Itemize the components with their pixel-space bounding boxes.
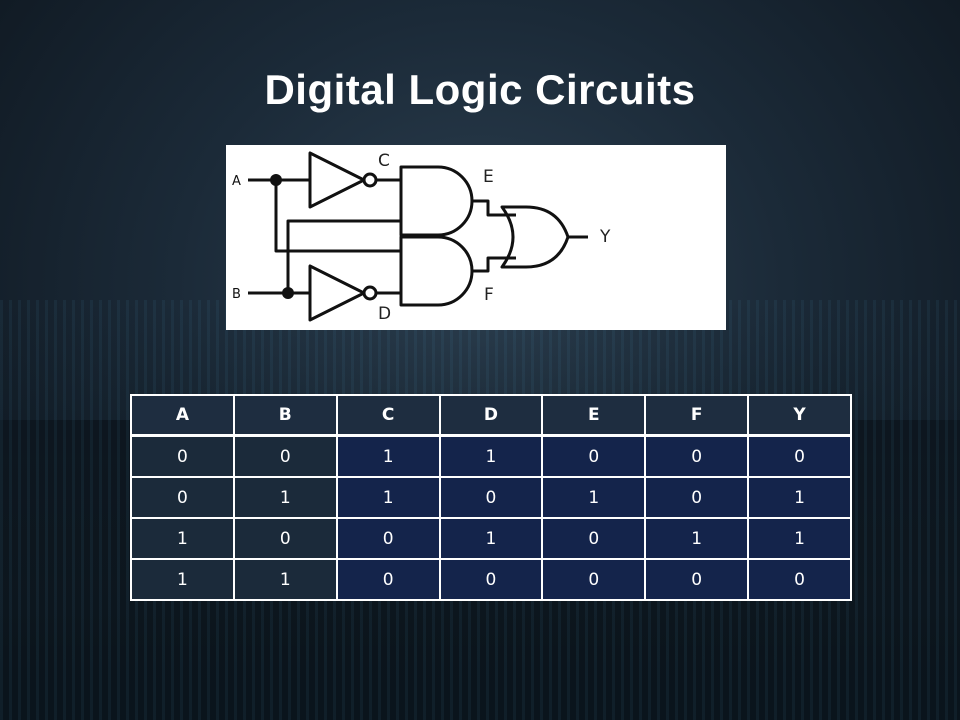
input-label-b: B xyxy=(232,287,241,302)
header-e: E xyxy=(541,394,647,437)
table-row: 0 0 1 1 0 0 0 xyxy=(130,434,852,478)
cell-c: 1 xyxy=(335,434,441,478)
cell-c: 1 xyxy=(335,476,441,519)
cell-y: 0 xyxy=(747,558,852,601)
not-gate-top xyxy=(308,151,366,209)
cell-y: 1 xyxy=(747,476,852,519)
cell-a: 1 xyxy=(130,517,235,560)
cell-y: 1 xyxy=(747,517,852,560)
cell-a: 0 xyxy=(130,434,235,478)
not-gate-bottom xyxy=(308,264,366,322)
truth-table-header-row: A B C D E F Y xyxy=(130,394,852,437)
cell-d: 1 xyxy=(438,517,544,560)
and-gate-bottom xyxy=(399,235,474,307)
cell-c: 0 xyxy=(335,558,441,601)
cell-d: 1 xyxy=(438,434,544,478)
table-row: 1 0 0 1 0 1 1 xyxy=(130,517,852,560)
truth-table: A B C D E F Y 0 0 1 1 0 0 0 0 1 1 0 1 0 … xyxy=(130,394,852,601)
header-b: B xyxy=(232,394,338,437)
node-label-e: E xyxy=(483,167,494,187)
cell-c: 0 xyxy=(335,517,441,560)
wire-b-branch xyxy=(286,219,401,293)
table-row: 0 1 1 0 1 0 1 xyxy=(130,476,852,519)
cell-b: 0 xyxy=(232,517,338,560)
cell-e: 0 xyxy=(541,434,647,478)
wire-f xyxy=(472,256,516,273)
wire-e xyxy=(472,199,516,217)
junction-b xyxy=(282,287,294,299)
table-row: 1 1 0 0 0 0 0 xyxy=(130,558,852,601)
header-c: C xyxy=(335,394,441,437)
header-d: D xyxy=(438,394,544,437)
node-label-d: D xyxy=(378,304,391,324)
not-gate-bottom-bubble xyxy=(362,285,378,301)
node-label-y: Y xyxy=(599,227,611,247)
logic-circuit-diagram: A B C E Y F D xyxy=(226,145,726,330)
cell-d: 0 xyxy=(438,476,544,519)
not-gate-top-bubble xyxy=(362,172,378,188)
node-label-c: C xyxy=(378,151,390,171)
cell-b: 0 xyxy=(232,434,338,478)
cell-f: 0 xyxy=(644,434,750,478)
circuit-svg: A B C E Y F D xyxy=(232,151,611,324)
wire-a-branch xyxy=(274,180,401,253)
node-label-f: F xyxy=(484,285,494,305)
input-label-a: A xyxy=(232,174,241,189)
cell-f: 0 xyxy=(644,476,750,519)
junction-a xyxy=(270,174,282,186)
header-a: A xyxy=(130,394,235,437)
cell-a: 0 xyxy=(130,476,235,519)
cell-b: 1 xyxy=(232,476,338,519)
cell-y: 0 xyxy=(747,434,852,478)
cell-e: 1 xyxy=(541,476,647,519)
header-y: Y xyxy=(747,394,852,437)
cell-f: 0 xyxy=(644,558,750,601)
and-gate-top xyxy=(399,165,474,237)
header-f: F xyxy=(644,394,750,437)
cell-d: 0 xyxy=(438,558,544,601)
slide-title: Digital Logic Circuits xyxy=(264,66,696,113)
cell-b: 1 xyxy=(232,558,338,601)
cell-e: 0 xyxy=(541,517,647,560)
cell-e: 0 xyxy=(541,558,647,601)
cell-f: 1 xyxy=(644,517,750,560)
cell-a: 1 xyxy=(130,558,235,601)
or-gate xyxy=(500,205,570,269)
